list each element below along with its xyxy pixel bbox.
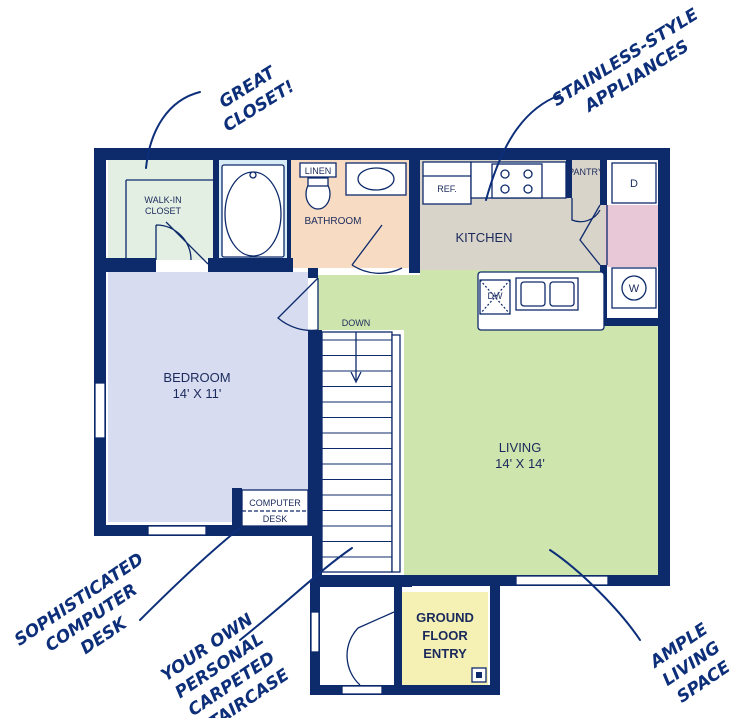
pantry-door xyxy=(571,198,601,223)
bedroom-size: 14' X 11' xyxy=(173,386,222,401)
washer-label: W xyxy=(629,283,640,295)
entry-label-line2: FLOOR xyxy=(422,628,468,643)
window-bedroom-bottom xyxy=(147,525,207,536)
window-bedroom-left xyxy=(94,382,106,439)
dishwasher-cross-icon xyxy=(479,279,511,315)
refrigerator-icon xyxy=(422,161,472,205)
closet-label-line2: CLOSET xyxy=(145,206,182,216)
callout-desk-line xyxy=(139,527,241,621)
bedroom-fill xyxy=(108,272,308,522)
sink-basin-right-icon xyxy=(549,281,575,307)
callout-closet-line xyxy=(145,91,201,169)
living-size: 14' X 14' xyxy=(495,456,545,471)
wall-entry-divider xyxy=(394,586,402,686)
entry-door xyxy=(346,611,395,686)
staircase xyxy=(321,331,393,573)
callout-staircase-line xyxy=(239,547,353,641)
callout-living-line xyxy=(549,549,641,641)
living-fill xyxy=(318,270,658,575)
desk-label-line1: COMPUTER xyxy=(249,498,301,508)
wall-bath-bathroom xyxy=(287,160,291,260)
living-label: LIVING xyxy=(499,440,542,455)
burner-2-icon xyxy=(523,169,533,179)
tub-basin-icon xyxy=(224,171,282,257)
wall-laundry-bottom xyxy=(600,318,660,326)
washer-drum-icon xyxy=(621,275,647,301)
pantry-label: PANTRY xyxy=(568,167,604,177)
closet-shelves xyxy=(125,179,213,258)
dryer-label: D xyxy=(630,178,638,190)
sink-icon xyxy=(357,167,395,191)
window-entry-left xyxy=(310,611,320,653)
kitchen-label: KITCHEN xyxy=(455,230,512,245)
dishwasher-label: DW xyxy=(488,291,503,301)
wall-bedroom-right-lower xyxy=(308,330,322,530)
callout-staircase: YOUR OWN PERSONAL CARPETED STAIRCASE xyxy=(158,610,294,718)
wall-stair-left xyxy=(312,525,322,585)
closet-door xyxy=(155,221,209,265)
burner-4-icon xyxy=(523,184,533,194)
linen-label: LINEN xyxy=(305,166,332,176)
entry-label-line1: GROUND xyxy=(416,610,474,625)
wall-laundry-left xyxy=(600,160,607,205)
bathroom-label: BATHROOM xyxy=(304,216,361,227)
wall-closet-bath xyxy=(213,160,219,260)
wall-bedroom-right xyxy=(308,268,318,278)
window-living-bottom xyxy=(515,575,609,586)
wall-entry-right xyxy=(490,580,500,695)
callout-living: AMPLE LIVING SPACE xyxy=(645,619,735,707)
stairs-label: DOWN xyxy=(342,318,371,328)
wall-entry-bottom xyxy=(310,685,500,695)
ref-label: REF. xyxy=(437,184,457,194)
laundry-fill xyxy=(605,205,658,267)
wall-bath-bottom xyxy=(208,258,293,272)
desk-label-line2: DESK xyxy=(263,514,288,524)
stairs-arrow-icon xyxy=(350,332,362,384)
wall-pantry xyxy=(566,160,572,198)
closet-label-line1: WALK-IN xyxy=(144,195,181,205)
wall-right xyxy=(658,148,670,586)
bathroom-door xyxy=(351,224,403,274)
wall-stair-bottom xyxy=(312,575,412,587)
wall-left-upper xyxy=(94,148,106,536)
sink-basin-left-icon xyxy=(520,281,546,307)
stair-treads xyxy=(322,339,392,558)
toilet-tank-icon xyxy=(307,177,329,187)
burner-1-icon xyxy=(500,169,510,179)
wall-closet-bottom xyxy=(106,258,156,272)
window-entry-bottom xyxy=(341,685,383,695)
entry-label-line3: ENTRY xyxy=(423,646,467,661)
dryer-icon xyxy=(611,162,657,204)
bedroom-label: BEDROOM xyxy=(163,370,230,385)
burner-3-icon xyxy=(500,184,510,194)
entry-post-inner xyxy=(476,672,482,678)
bedroom-door xyxy=(277,277,319,332)
wall-bedroom-bottom xyxy=(94,525,322,536)
wall-desk-left xyxy=(232,488,242,528)
stair-rail xyxy=(391,334,401,573)
callout-closet: GREAT CLOSET! xyxy=(216,62,299,136)
tub-drain-icon xyxy=(249,171,257,179)
callout-appliances-line xyxy=(485,94,561,201)
laundry-doors xyxy=(579,204,608,266)
callout-appliances: STAINLESS-STYLE APPLIANCES xyxy=(549,5,703,118)
computer-desk xyxy=(241,489,309,527)
range-icon xyxy=(491,163,543,199)
wall-bathroom-kitchen xyxy=(409,160,420,273)
linen-closet xyxy=(299,162,337,178)
callout-desk: SOPHISTICATED COMPUTER DESK xyxy=(11,549,148,659)
wall-top xyxy=(94,148,670,160)
